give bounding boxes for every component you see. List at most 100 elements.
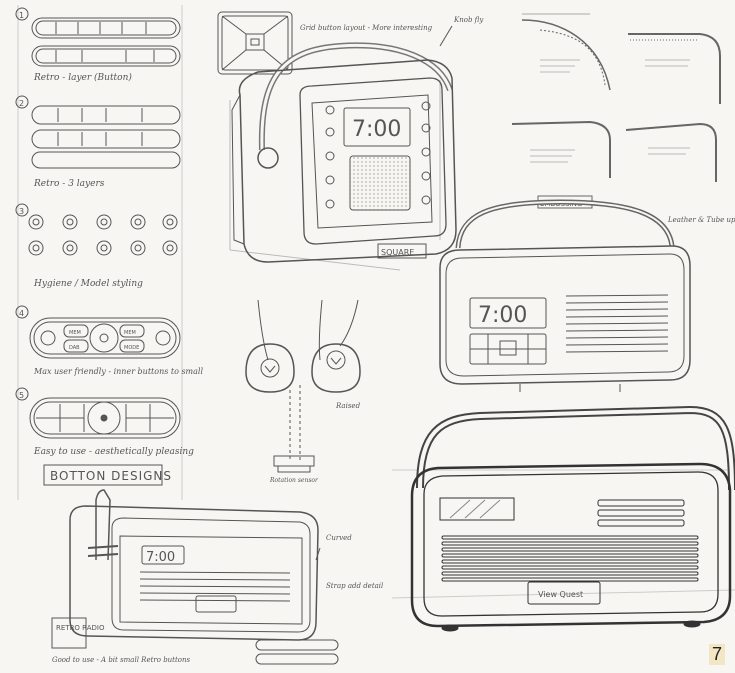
control-pill [29,397,181,439]
knob-icon [62,240,78,256]
grille-slat [441,535,699,540]
section-marker [15,305,29,319]
row-note: Easy to use - aesthetically pleasing [33,447,194,457]
side-button [325,105,335,115]
side-button [325,199,335,209]
grille-slat [441,559,699,564]
side-button [325,127,335,137]
grille-slat [441,571,699,576]
annotation: Rotation sensor [269,477,319,484]
section-marker [15,7,29,21]
button-designs-title: BOTTON DESIGNS [50,469,172,483]
grille-slat [565,308,669,311]
button-label: DAB [69,345,80,351]
knob-icon [28,214,44,230]
embossing-studies: EMBOSSING Leather & Tube up more dark gr… [511,13,735,224]
sketch-label: RETRO RADIO [56,624,105,632]
grille-slat [565,294,669,297]
rotation-knob-sketch: Raised Rotation sensor [245,299,361,484]
button-label: MEM [124,330,136,336]
side-button [421,147,431,157]
section-number: 4 [19,309,24,318]
page-number: 7 [708,644,725,665]
knob-icon [130,240,146,256]
button-bar [31,45,181,67]
row-note: Retro - layer (Button) [33,72,132,83]
button-bar [31,17,181,39]
button-bar [31,105,181,125]
side-button [421,171,431,181]
row-note: Max user friendly - inner buttons to sma… [33,367,203,376]
grille-slat [139,585,291,588]
clock-display [469,297,547,329]
clock-display [343,107,411,147]
knob-icon [62,214,78,230]
grille-slat [441,553,699,558]
button-designs-panel: 1 Retro - layer (Button) 2 Retro - 3 lay… [15,5,203,500]
grille-slat [441,547,699,552]
section-number: 1 [19,11,24,20]
grille-slat [565,322,669,325]
grille-slat [441,565,699,570]
sketch-label: SQUARE [381,248,414,257]
display-window [439,497,515,521]
side-button [421,101,431,111]
button-label: MEM [69,330,81,336]
final-radio-render: View Quest [391,405,735,632]
knob-icon [96,214,112,230]
title-box [43,464,163,486]
annotation: Leather & Tube up more dark grain [667,216,735,224]
control-pill [29,317,181,359]
section-marker [15,203,29,217]
side-button [325,151,335,161]
label-box [377,243,427,259]
section-marker [15,95,29,109]
knob-icon [130,214,146,230]
row-note: Retro - 3 layers [33,179,105,189]
side-button [421,123,431,133]
button-bar [31,129,181,149]
section-number: 3 [19,207,24,216]
grille-slat [139,578,291,581]
section-number: 5 [19,391,24,400]
annotation: Grid button layout - More interesting [300,24,433,32]
knob-icon [96,240,112,256]
grid-button-layout [217,11,293,75]
grille-slat [565,329,669,332]
square-radio-sketch: Grid button layout - More interesting 7:… [217,11,484,271]
side-button [421,195,431,205]
clock-time: 7:00 [352,117,401,142]
annotation: Curved [326,534,352,542]
retro-radio-sketch: 7:00 RETRO RADIO Good to use - A bit sma… [51,489,383,665]
annotation: Good to use - A bit small Retro buttons [52,656,191,664]
grille-slat [565,336,669,339]
side-button [325,175,335,185]
grille-slat [139,599,291,602]
section-marker [15,387,29,401]
brand-badge [527,581,601,605]
grille-slat [139,571,291,574]
wide-radio-sketch: 7:00 [439,199,691,392]
clock-time: 7:00 [146,550,175,565]
grille-slat [565,350,669,353]
button-bar [31,151,181,169]
clock-time: 7:00 [478,303,527,328]
section-number: 2 [19,99,24,108]
grille-slat [565,315,669,318]
button-label: MODE [124,345,139,351]
annotation: Raised [335,402,361,410]
speaker-grille [349,155,411,211]
label-box [51,617,87,649]
brand-logo: View Quest [538,590,583,599]
grille-slat [139,592,291,595]
knob-icon [28,240,44,256]
grille-slat [441,577,699,582]
knob-icon [162,240,178,256]
clock-display [141,545,185,565]
knob-icon [162,214,178,230]
annotation: Strap add detail [326,582,383,590]
grille-slat [565,343,669,346]
row-note: Hygiene / Model styling [33,279,143,289]
